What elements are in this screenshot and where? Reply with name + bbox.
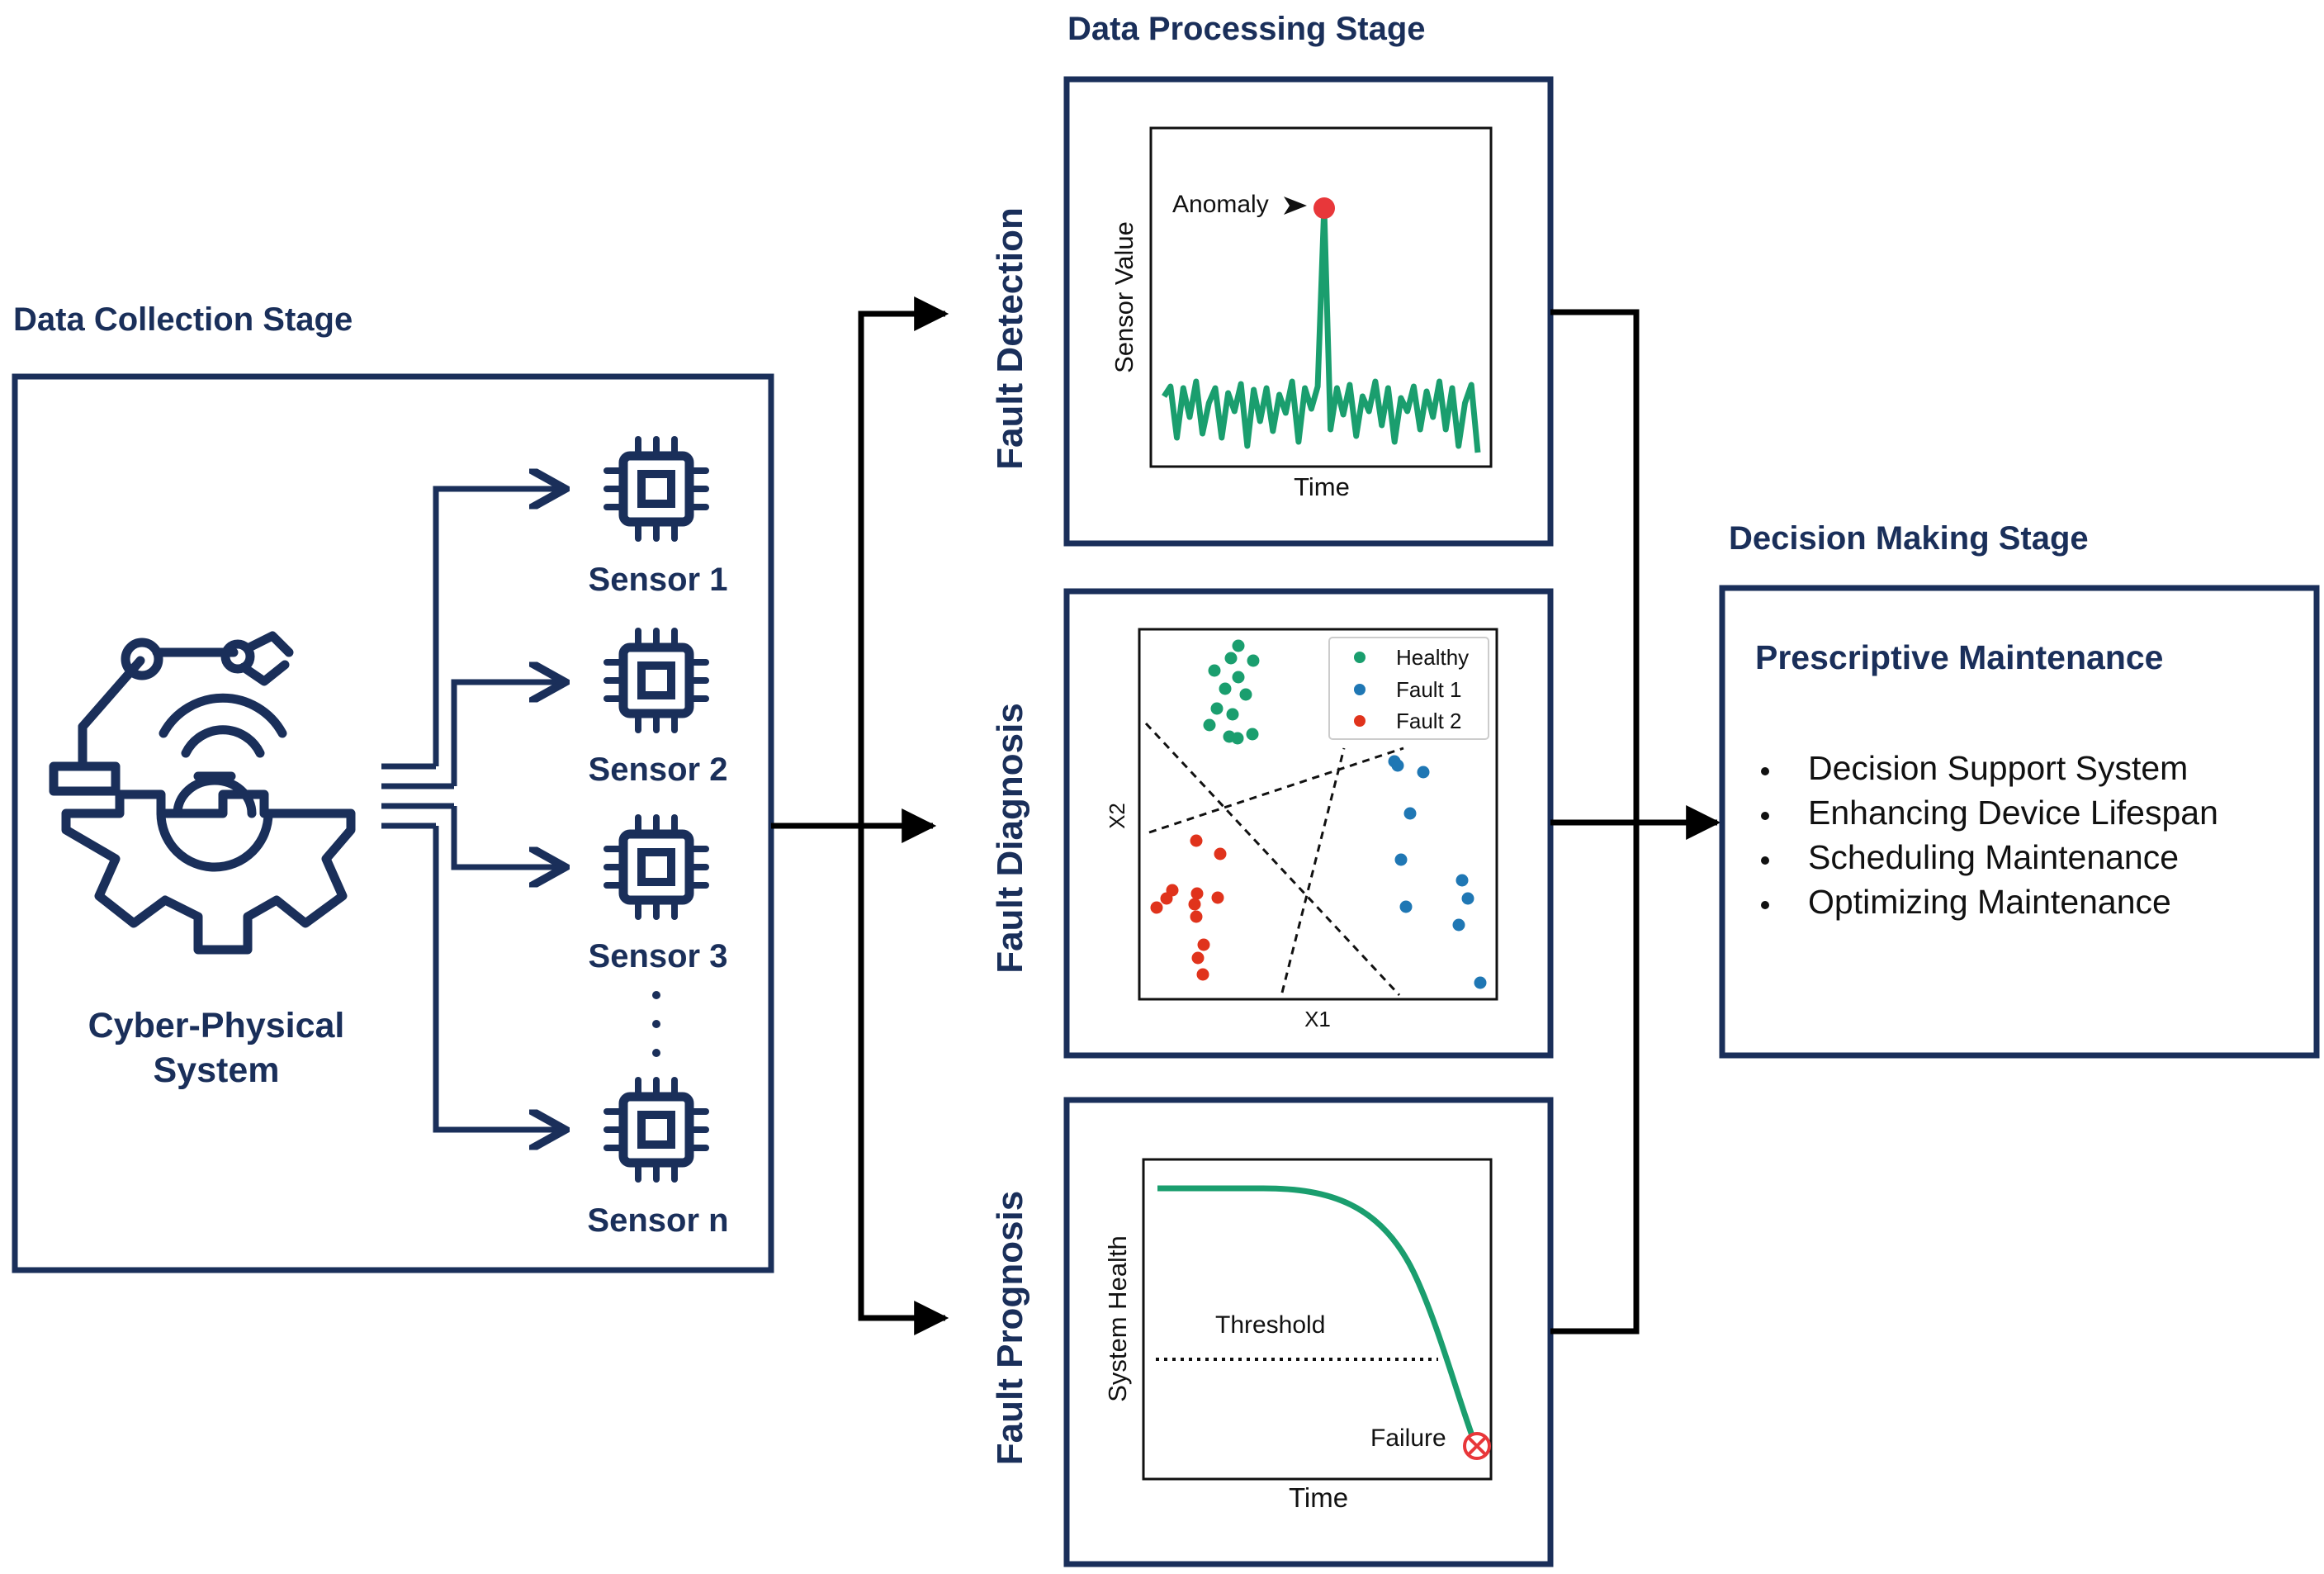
collection-stage-title: Data Collection Stage bbox=[13, 301, 353, 338]
scatter-point bbox=[1474, 976, 1487, 989]
anomaly-point bbox=[1313, 197, 1335, 219]
cps-label-line1: Cyber-Physical bbox=[88, 1006, 345, 1045]
failure-x-icon bbox=[1463, 1432, 1491, 1460]
prognosis-xlabel: Time bbox=[1289, 1482, 1348, 1513]
scatter-point bbox=[1452, 918, 1465, 932]
detection-xlabel: Time bbox=[1294, 472, 1350, 501]
anomaly-label: Anomaly bbox=[1172, 191, 1269, 218]
scatter-point bbox=[1219, 682, 1232, 695]
health-curve bbox=[1157, 1185, 1479, 1448]
scatter-point bbox=[1214, 847, 1227, 860]
scatter-point bbox=[1461, 892, 1474, 905]
sensor-label: Sensor 2 bbox=[589, 751, 728, 788]
list-item: Enhancing Device Lifespan bbox=[1808, 794, 2218, 832]
list-item: Optimizing Maintenance bbox=[1808, 883, 2171, 921]
robot-arm-gear-icon bbox=[49, 631, 356, 955]
scatter-point bbox=[1150, 901, 1163, 914]
legend-fault2: Fault 2 bbox=[1396, 709, 1462, 733]
scatter-point bbox=[1208, 664, 1221, 677]
healthy-points bbox=[1203, 639, 1260, 745]
fault-diagnosis-title: Fault Diagnosis bbox=[990, 703, 1030, 974]
diagnosis-plot-frame bbox=[1138, 628, 1498, 1001]
processing-to-decision-arrows bbox=[1550, 309, 1721, 1335]
sensor-connectors bbox=[381, 489, 561, 1130]
scatter-point bbox=[1190, 910, 1203, 923]
decision-stage-title: Decision Making Stage bbox=[1729, 520, 2089, 557]
scatter-point bbox=[1232, 671, 1245, 684]
scatter-point bbox=[1210, 702, 1224, 715]
chip-icon bbox=[607, 439, 706, 538]
scatter-point bbox=[1197, 938, 1210, 951]
chip-icon bbox=[607, 631, 706, 730]
chip-icon bbox=[607, 818, 706, 917]
legend-fault1: Fault 1 bbox=[1396, 677, 1462, 702]
sensor-signal-line bbox=[1162, 203, 1481, 453]
scatter-point bbox=[1203, 718, 1216, 732]
scatter-point bbox=[1231, 732, 1244, 745]
scatter-point bbox=[1191, 951, 1205, 965]
scatter-point bbox=[1190, 887, 1204, 900]
scatter-point bbox=[1399, 900, 1413, 913]
failure-label: Failure bbox=[1370, 1425, 1446, 1452]
decision-boundaries bbox=[1144, 722, 1404, 997]
scatter-point bbox=[1247, 654, 1260, 667]
scatter-point bbox=[1188, 898, 1201, 911]
scatter-point bbox=[1455, 874, 1469, 887]
decision-list: Decision Support System Enhancing Device… bbox=[1761, 749, 2218, 921]
diagnosis-xlabel: X1 bbox=[1304, 1007, 1331, 1031]
prescriptive-maintenance-title: Prescriptive Maintenance bbox=[1755, 638, 2163, 676]
sensor-label: Sensor 3 bbox=[589, 938, 728, 974]
chip-icon bbox=[607, 1080, 706, 1179]
decision-box bbox=[1719, 585, 2320, 1059]
threshold-label: Threshold bbox=[1215, 1311, 1325, 1339]
diagnosis-legend: Healthy Fault 1 Fault 2 bbox=[1328, 637, 1489, 740]
processing-stage-title: Data Processing Stage bbox=[1067, 11, 1426, 47]
scatter-point bbox=[1246, 728, 1259, 741]
fault1-points bbox=[1388, 755, 1487, 989]
scatter-point bbox=[1196, 968, 1209, 981]
scatter-point bbox=[1239, 688, 1252, 701]
prognosis-ylabel: System Health bbox=[1103, 1235, 1132, 1402]
scatter-point bbox=[1190, 834, 1203, 847]
list-item: Decision Support System bbox=[1808, 749, 2188, 787]
scatter-point bbox=[1224, 652, 1238, 665]
sensor-label: Sensor 1 bbox=[589, 562, 728, 598]
sensor-label: Sensor n bbox=[587, 1202, 728, 1239]
scatter-point bbox=[1417, 766, 1430, 779]
detection-ylabel: Sensor Value bbox=[1110, 221, 1138, 373]
collection-to-processing-arrows bbox=[771, 296, 949, 1335]
legend-healthy: Healthy bbox=[1396, 645, 1469, 670]
scatter-point bbox=[1391, 759, 1404, 772]
prognosis-plot-frame bbox=[1142, 1158, 1493, 1481]
scatter-point bbox=[1232, 639, 1245, 652]
scatter-point bbox=[1403, 807, 1417, 820]
sensor-ellipsis bbox=[652, 991, 660, 1057]
scatter-point bbox=[1211, 891, 1224, 904]
scatter-point bbox=[1394, 853, 1408, 866]
scatter-point bbox=[1226, 708, 1239, 721]
fault-detection-title: Fault Detection bbox=[990, 207, 1030, 470]
fault2-points bbox=[1150, 834, 1227, 981]
scatter-point bbox=[1160, 892, 1173, 905]
list-item: Scheduling Maintenance bbox=[1808, 838, 2179, 876]
cps-label-line2: System bbox=[154, 1050, 280, 1090]
fault-prognosis-title: Fault Prognosis bbox=[990, 1191, 1030, 1465]
diagnosis-ylabel: X2 bbox=[1105, 803, 1129, 829]
detection-plot-frame bbox=[1149, 126, 1493, 468]
anomaly-arrow-icon bbox=[1284, 197, 1307, 215]
